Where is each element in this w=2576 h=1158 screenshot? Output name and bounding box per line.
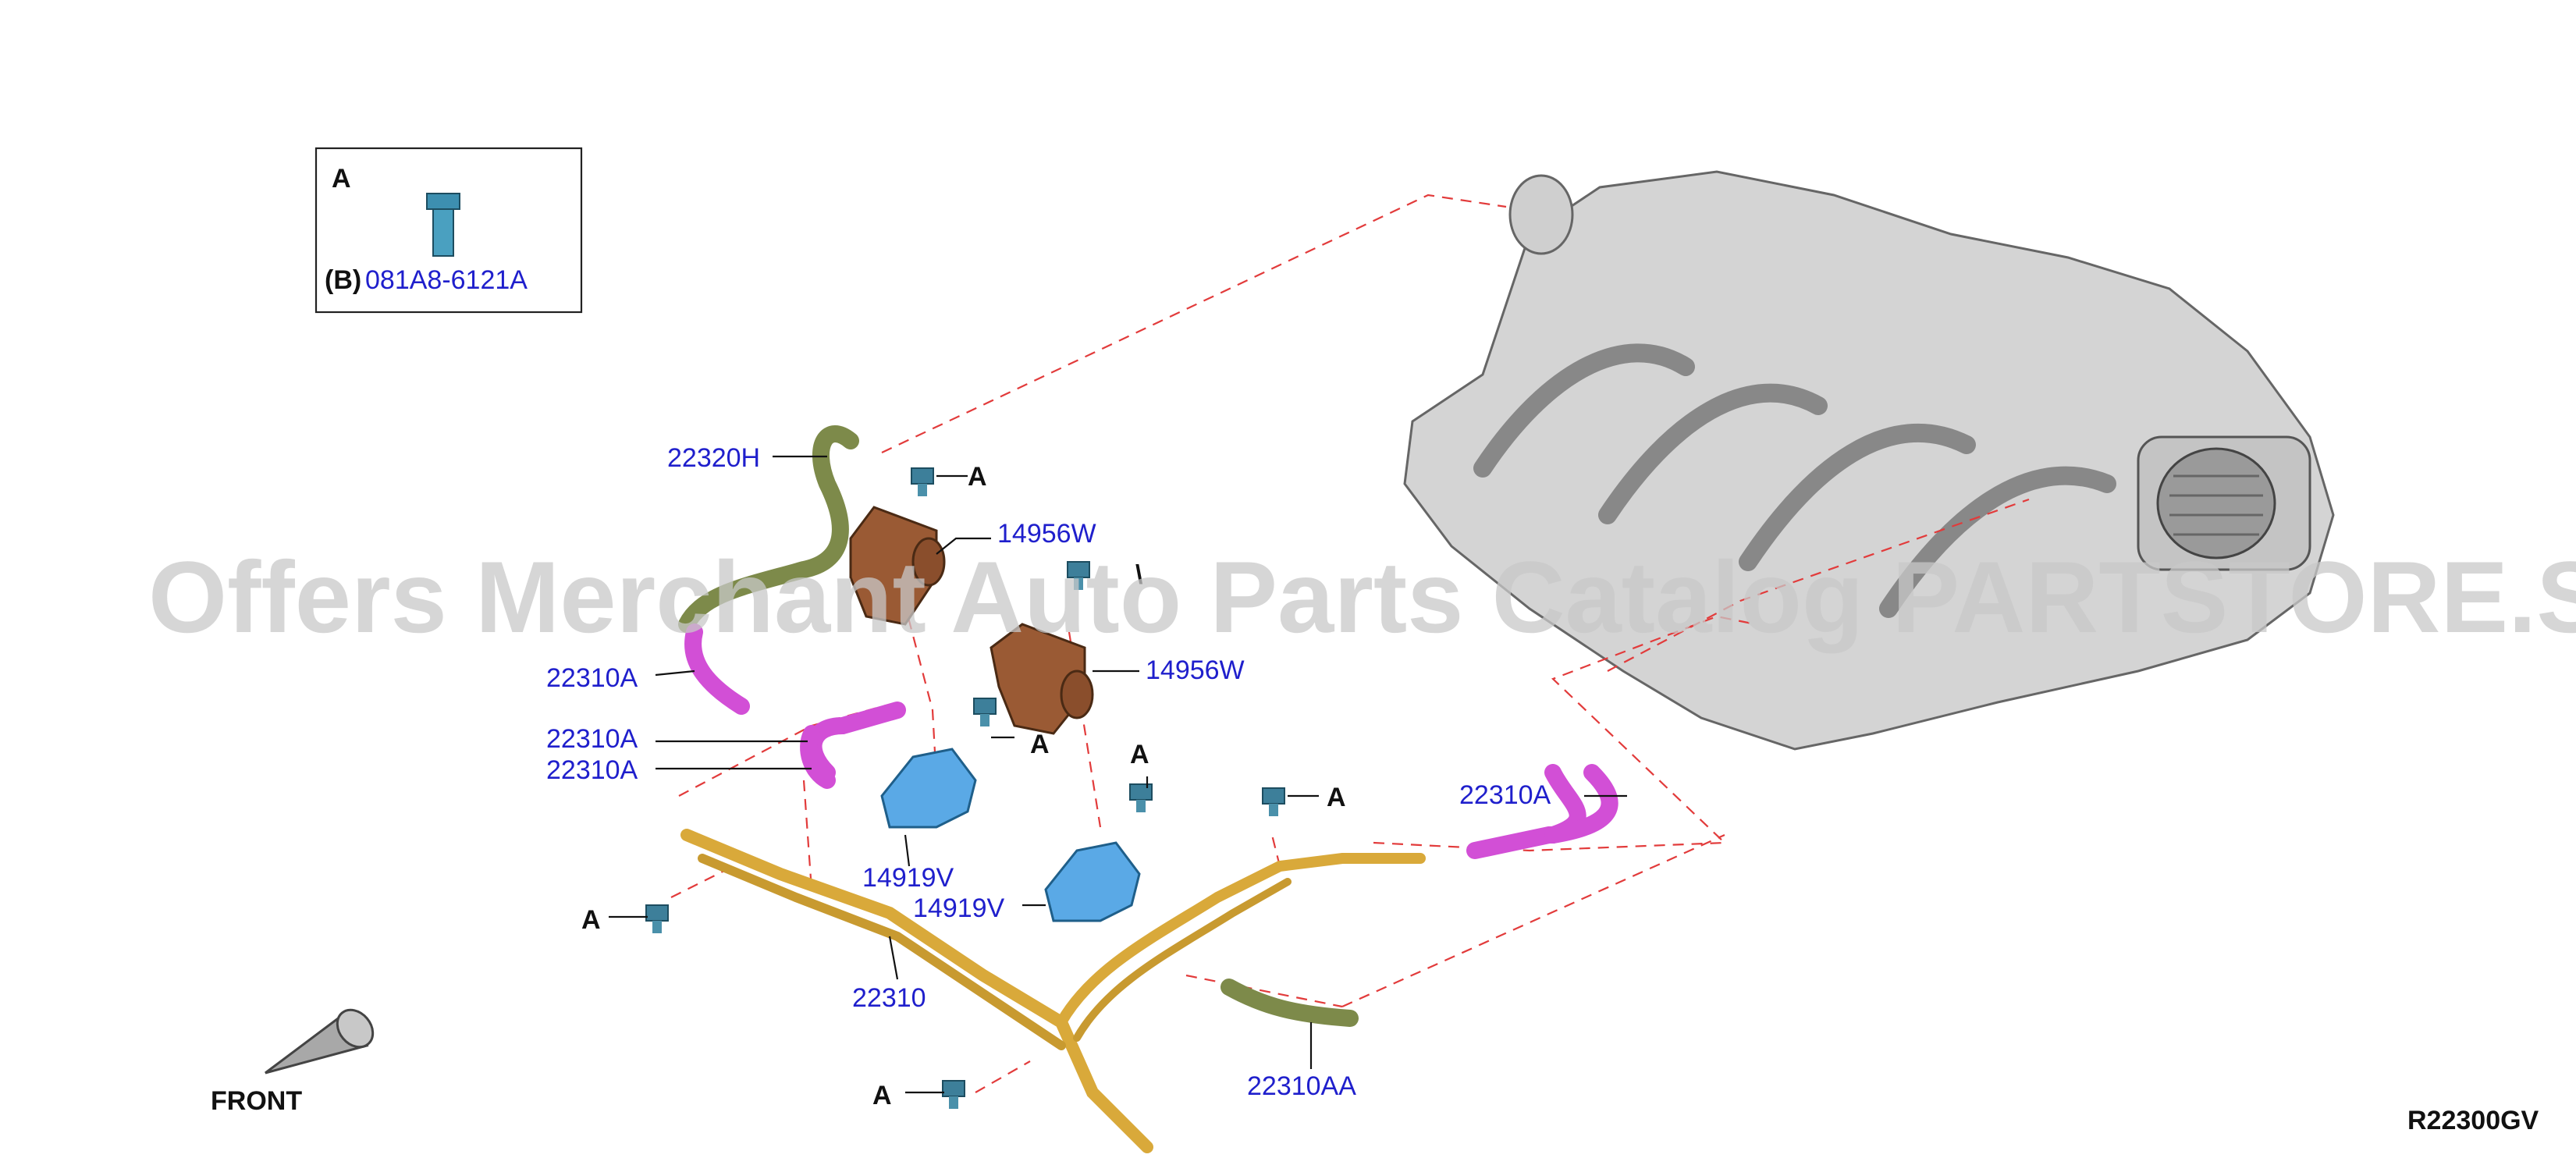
bolt-letter-a: A [581,905,601,935]
label-22310a-lower[interactable]: 22310A [546,755,638,785]
bolt-icon [1067,561,1090,590]
hose-22320h [678,425,859,633]
hose-22310a-middle [800,702,906,789]
legend-part-number[interactable]: 081A8-6121A [365,265,528,295]
label-14956w-lower[interactable]: 14956W [1146,655,1245,685]
bolt-icon [942,1080,965,1109]
bolt-letter-a: A [968,462,987,492]
diagram-code: R22300GV [2407,1106,2539,1135]
bolt-letter-a: A [1030,730,1050,759]
bolt-letter-a: A [1130,740,1149,769]
label-22320h[interactable]: 22320H [667,443,760,473]
label-14919v-right[interactable]: 14919V [913,893,1005,923]
solenoid-14956w-lower [990,623,1094,735]
hose-22310a-right [1466,764,1618,859]
label-22310a-right[interactable]: 22310A [1459,780,1551,810]
label-leaders [609,455,1627,1094]
label-22310a-upper[interactable]: 22310A [546,663,638,693]
bolt-legend-box: A (B) 081A8-6121A [314,147,583,314]
label-22310[interactable]: 22310 [852,983,926,1013]
legend-letter: A [332,164,351,194]
bolt-icon [645,904,669,933]
bolt-letter-a: A [1327,783,1346,812]
legend-prefix: (B) [325,265,361,295]
label-14919v-left[interactable]: 14919V [862,863,954,893]
watermark-text: Offers Merchant Auto Parts Catalog PARTS… [148,540,2576,654]
hose-22310aa [1220,979,1359,1027]
label-22310a-middle[interactable]: 22310A [546,724,638,754]
bolt-letter-a: A [872,1081,892,1110]
front-label: FRONT [211,1086,302,1116]
hose-22310a-upper [684,623,750,715]
solenoid-14956w-upper [849,506,946,626]
bolt-icon [1129,783,1153,812]
bolt-icons [645,467,1285,1109]
legend-bolt-icon [426,193,460,257]
stray-mark: \ [1135,560,1143,590]
label-22310aa[interactable]: 22310AA [1247,1071,1356,1101]
bolt-icon [1262,787,1285,816]
bracket-14919v-left [880,748,977,829]
bolt-icon [911,467,934,496]
bracket-14919v-right [1044,841,1141,922]
label-14956w-upper[interactable]: 14956W [997,519,1096,549]
tube-assembly-22310 [680,829,1426,1153]
intake-manifold [1403,170,2335,751]
front-arrow-icon [265,1008,375,1075]
bolt-icon [973,698,997,726]
